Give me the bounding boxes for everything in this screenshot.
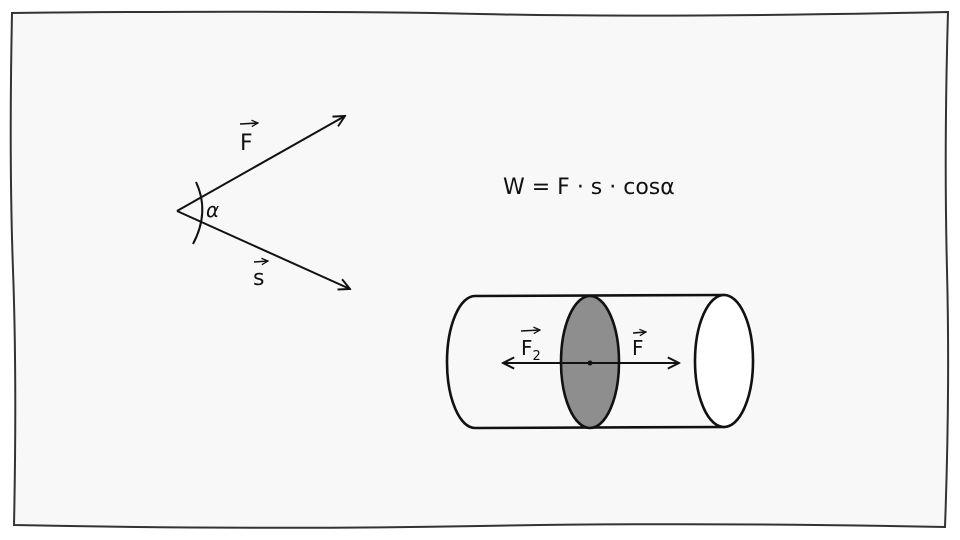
displacement-vector-arrow-icon [253,261,268,262]
cylinder-force-right-label: F [632,336,644,360]
cylinder-right-end [693,293,755,429]
force-vector-arrow-icon [239,123,258,124]
cylinder-top-edge [474,293,726,298]
displacement-vector-label: s [253,266,264,291]
cylinder-force-right-arrow-icon [632,332,646,333]
force-vector-line [176,116,345,212]
board-frame [9,10,950,529]
cylinder-bottom-edge [474,425,726,430]
angle-arc [192,181,204,245]
displacement-vector-line [176,210,350,289]
cylinder-left-end [445,294,476,430]
cylinder-force-left-arrow-icon [520,330,540,331]
cylinder-force-left-label: F2 [521,336,541,364]
vector-angle-diagram [176,116,350,289]
cylinder-force-left-subscript: 2 [533,349,541,364]
force-vector-label: F [240,131,253,156]
cylinder-force-left-letter: F [521,336,533,360]
angle-label: α [206,198,219,222]
piston-center-dot [587,360,593,366]
work-formula: W = F · s · cosα [503,175,675,200]
